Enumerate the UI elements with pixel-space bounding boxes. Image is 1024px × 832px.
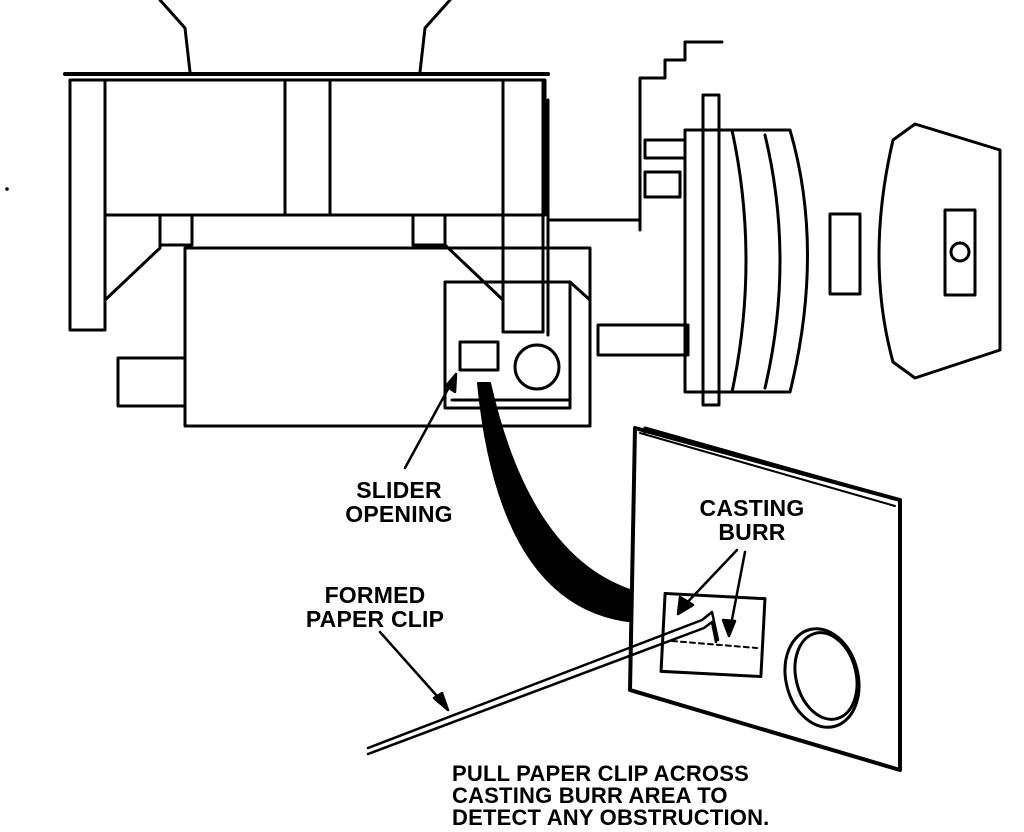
- casting-burr-line: [671, 640, 758, 649]
- casting-burr-label-line-1: CASTING: [699, 495, 805, 521]
- slider-opening-label: SLIDER OPENING: [335, 478, 463, 526]
- instruction-line-2: CASTING BURR AREA TO: [452, 783, 728, 808]
- slider-body: [116, 246, 592, 428]
- lock-cylinder: [683, 93, 862, 407]
- top-mount-tabs: [158, 0, 452, 74]
- upper-housing: [63, 72, 550, 337]
- instruction-line-1: PULL PAPER CLIP ACROSS: [452, 761, 749, 786]
- slider-round-hole: [513, 343, 561, 391]
- stepped-bracket: [546, 40, 724, 357]
- stray-mark: [5, 187, 9, 191]
- slider-opening-label-line-2: OPENING: [345, 501, 453, 527]
- detail-plate: [628, 426, 902, 772]
- formed-paper-clip-label: FORMED PAPER CLIP: [295, 583, 455, 631]
- detail-transfer-arrow: [477, 382, 637, 623]
- key-head: [877, 122, 1002, 380]
- instruction-label: PULL PAPER CLIP ACROSS CASTING BURR AREA…: [452, 763, 812, 829]
- formed-paper-clip: [366, 610, 720, 756]
- detail-slider-opening: [659, 591, 767, 679]
- instruction-line-3: DETECT ANY OBSTRUCTION.: [452, 805, 770, 830]
- slider-opening-label-line-1: SLIDER: [356, 477, 442, 503]
- formed-paper-clip-label-line-2: PAPER CLIP: [305, 606, 445, 632]
- casting-burr-label: CASTING BURR: [688, 496, 816, 544]
- casting-burr-label-line-2: BURR: [718, 519, 786, 545]
- slider-opening: [458, 340, 500, 372]
- formed-paper-clip-label-line-1: FORMED: [324, 582, 426, 608]
- leader-arrows: [378, 372, 747, 712]
